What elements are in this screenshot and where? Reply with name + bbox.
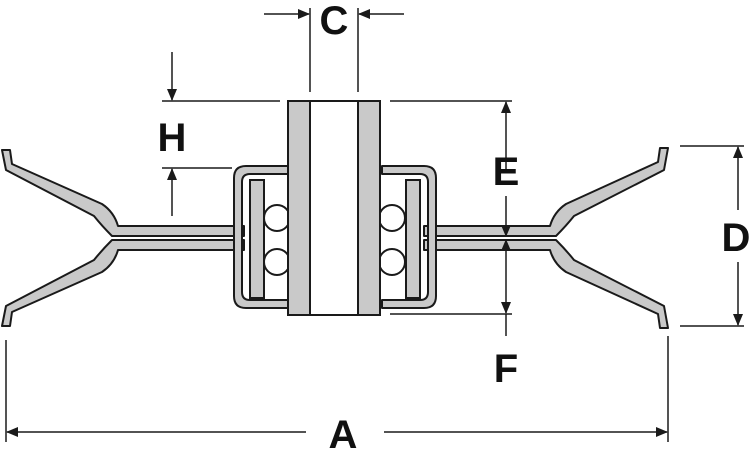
dimension-label-h: H <box>158 116 187 160</box>
bearing-ball-left-top <box>263 204 291 232</box>
left-bearing-outer-race <box>249 179 265 299</box>
dimension-label-e: E <box>493 150 520 194</box>
left-sheave-upper <box>1 149 245 237</box>
bore <box>309 100 359 316</box>
right-hub-housing <box>381 165 437 309</box>
left-sleeve-wall <box>287 100 311 316</box>
right-sheave-upper <box>423 147 669 237</box>
dimension-label-a: A <box>329 413 358 450</box>
dimension-lines <box>5 8 744 442</box>
dimension-label-d: D <box>722 216 751 260</box>
right-sleeve-wall <box>357 100 381 316</box>
right-bearing-outer-race <box>405 179 421 299</box>
bearing-ball-right-bottom <box>378 248 406 276</box>
right-sheave-lower <box>423 239 669 329</box>
bearing-ball-right-top <box>378 204 406 232</box>
dimension-label-f: F <box>494 347 518 391</box>
dimension-label-c: C <box>320 0 349 43</box>
left-sheave-lower <box>1 239 245 327</box>
pulley-drawing <box>1 100 669 329</box>
bearing-ball-left-bottom <box>263 248 291 276</box>
